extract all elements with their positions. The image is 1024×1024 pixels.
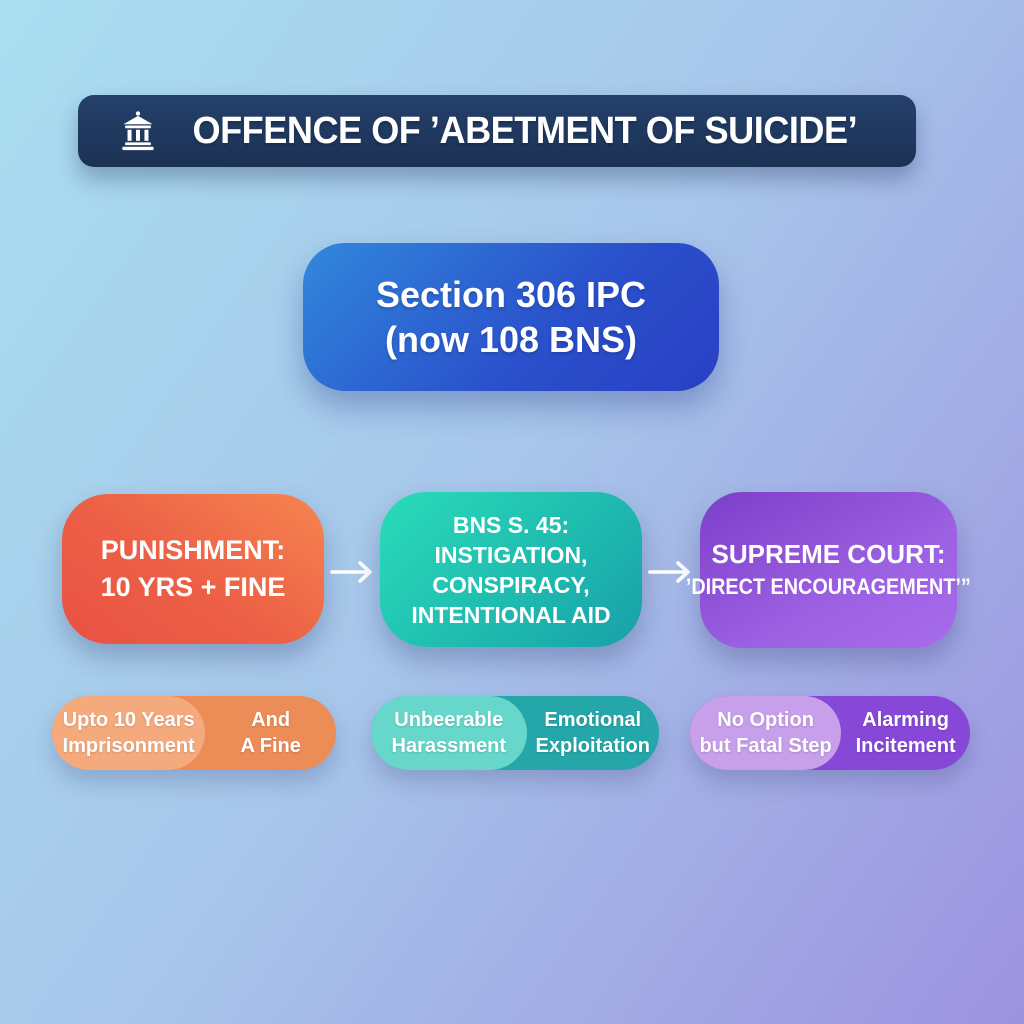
page-title: OFFENCE OF ’ABETMENT OF SUICIDE’ (192, 109, 858, 152)
pill-right-line: Incitement (855, 735, 956, 757)
supreme-court-line2: ’DIRECT ENCOURAGEMENT’” (686, 574, 971, 599)
pill-left-line: Harassment (391, 735, 507, 757)
bns-line1: BNS S. 45: (452, 511, 570, 538)
pill-right-line: A Fine (240, 735, 301, 757)
pill-left-line: but Fatal Step (699, 735, 832, 757)
flow-box-bns-s45: BNS S. 45: INSTIGATION, CONSPIRACY, INTE… (380, 492, 642, 647)
pill-incitement-right: Alarming Incitement (841, 696, 970, 770)
pill-right-line: Exploitation (535, 735, 650, 757)
pill-incitement-left: No Option but Fatal Step (690, 696, 842, 770)
flow-arrow-2 (647, 558, 693, 586)
flow-box-supreme-court: SUPREME COURT: ’DIRECT ENCOURAGEMENT’” (686, 492, 971, 648)
pill-right-line: Emotional (544, 709, 642, 731)
bns-line3: CONSPIRACY, (432, 571, 590, 598)
section-box-line2: (now 108 BNS) (384, 319, 638, 360)
pill-harassment-detail: Unbeerable Harassment Emotional Exploita… (371, 696, 659, 770)
punishment-line1: PUNISHMENT: (100, 535, 286, 565)
pill-punishment-detail: Upto 10 Years Imprisonment And A Fine (52, 696, 336, 770)
pill-right-line: Alarming (862, 709, 949, 731)
flow-box-punishment: PUNISHMENT: 10 YRS + FINE (62, 494, 324, 644)
bns-line2: INSTIGATION, (434, 541, 588, 568)
pill-harassment-left: Unbeerable Harassment (371, 696, 527, 770)
flow-arrow-1 (329, 558, 375, 586)
pill-punishment-left: Upto 10 Years Imprisonment (52, 696, 206, 770)
pill-left-line: Upto 10 Years (62, 709, 195, 731)
pill-left-line: Unbeerable (394, 709, 504, 731)
courthouse-icon (119, 111, 157, 151)
pill-incitement-detail: No Option but Fatal Step Alarming Incite… (690, 696, 970, 770)
pill-left-line: Imprisonment (62, 735, 195, 757)
section-box-line1: Section 306 IPC (375, 274, 647, 315)
pill-punishment-right: And A Fine (205, 696, 336, 770)
pill-harassment-right: Emotional Exploitation (527, 696, 659, 770)
header-banner: OFFENCE OF ’ABETMENT OF SUICIDE’ (78, 95, 916, 167)
pill-right-line: And (251, 709, 291, 731)
punishment-line2: 10 YRS + FINE (100, 572, 286, 602)
section-306-box: Section 306 IPC (now 108 BNS) (303, 243, 719, 391)
bns-line4: INTENTIONAL AID (411, 601, 611, 628)
pill-left-line: No Option (717, 709, 814, 731)
supreme-court-line1: SUPREME COURT: (711, 539, 946, 569)
